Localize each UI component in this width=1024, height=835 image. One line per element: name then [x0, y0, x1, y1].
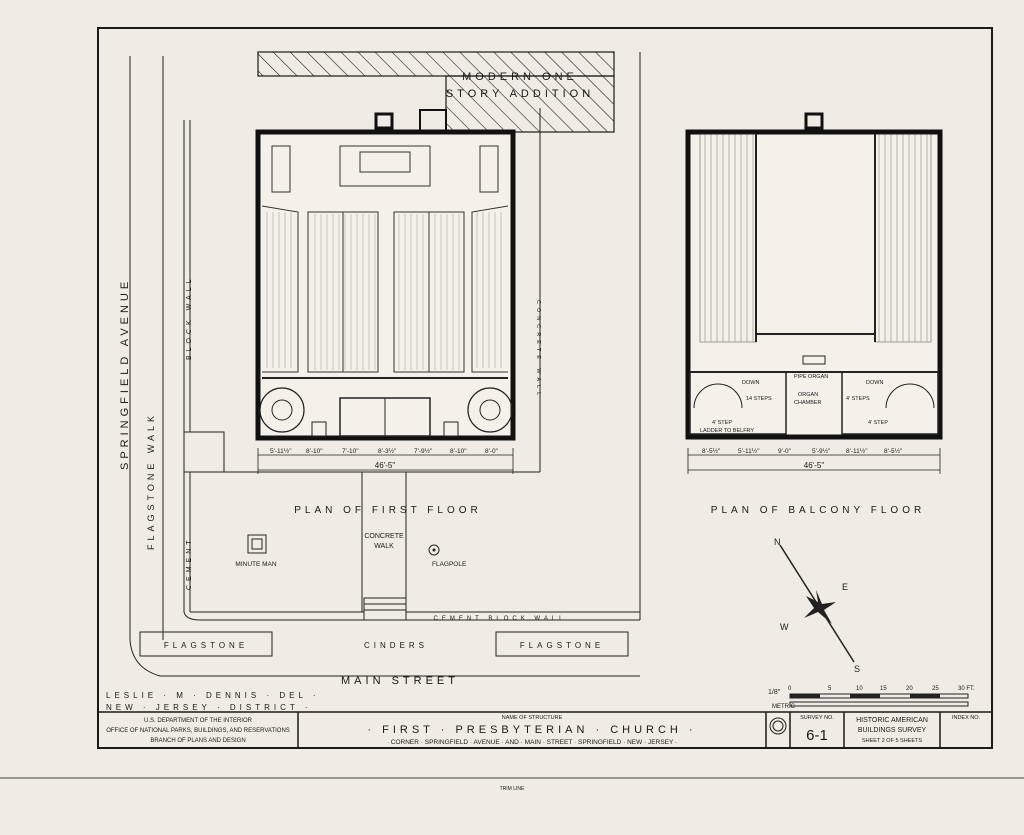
scale-label-10: 10: [856, 686, 863, 692]
block-wall-label: BLOCK WALL: [186, 276, 193, 360]
flagstone-walk-label: FLAGSTONE WALK: [146, 412, 156, 550]
habs-line-1: HISTORIC AMERICAN: [856, 717, 928, 724]
seal-icon: [769, 717, 787, 735]
scale-label-25: 25: [932, 686, 939, 692]
scale-label-5: 5: [828, 686, 832, 692]
balcony-dim-labels: 8'-5½" 5'-11½" 9'-0" 5'-9½" 8'-11½" 8'-5…: [702, 447, 903, 455]
addition-label-1: MODERN ONE: [462, 71, 578, 83]
balcony-floor-title: PLAN OF BALCONY FLOOR: [711, 505, 925, 516]
agency-line-3: BRANCH OF PLANS AND DESIGN: [150, 738, 245, 744]
scale-bar: [789, 693, 969, 707]
balcony-floor-plan: [685, 112, 943, 440]
step-left: 4' STEP: [712, 420, 732, 426]
scale-label-30: 30 FT.: [958, 686, 975, 692]
down-right: DOWN: [866, 380, 883, 386]
first-floor-dim-labels: 5'-11½" 8'-10" 7'-10" 8'-3½" 7'-9½" 8'-1…: [270, 447, 499, 455]
dim-b-3: 9'-0": [778, 448, 792, 455]
main-street-label: MAIN STREET: [341, 675, 459, 687]
structure-location: · CORNER · SPRINGFIELD · AVENUE · AND · …: [387, 739, 677, 746]
dim-ff-7: 8'-0": [485, 448, 499, 455]
flagstone-left-label: FLAGSTONE: [164, 641, 248, 650]
cinders-label: CINDERS: [364, 641, 428, 650]
dim-ff-3: 7'-10": [342, 448, 359, 455]
balcony-dimensions: [687, 448, 941, 474]
index-caption: INDEX NO.: [952, 715, 981, 721]
first-floor-plan: [255, 109, 516, 441]
block-wall: [183, 120, 640, 621]
springfield-avenue-label: SPRINGFIELD AVENUE: [119, 278, 131, 470]
name-caption: NAME OF STRUCTURE: [502, 715, 563, 721]
compass-w: W: [780, 622, 789, 632]
scale-label-20: 20: [906, 686, 913, 692]
ladder-label: LADDER TO BELFRY: [700, 428, 754, 434]
structure-name: · FIRST · PRESBYTERIAN · CHURCH ·: [367, 724, 696, 736]
balcony-total: 46'-5": [804, 461, 825, 470]
minute-man-monument: [247, 534, 267, 554]
flagstone-walks: [139, 631, 629, 657]
flagpole-label: FLAGPOLE: [432, 561, 467, 568]
balcony-room-labels: DOWN DOWN 14 STEPS 4' STEPS PIPE ORGAN O…: [700, 374, 888, 434]
compass-e: E: [842, 582, 848, 592]
step-right: 4' STEP: [868, 420, 888, 426]
first-floor-total: 46'-5": [375, 461, 396, 470]
steps-left: 14 STEPS: [746, 396, 772, 402]
compass-n: N: [774, 537, 781, 547]
compass-s: S: [854, 664, 860, 674]
addition-label-2: STORY ADDITION: [446, 88, 594, 100]
scale-metric: METRIC: [772, 704, 796, 710]
delineator-line-2: NEW · JERSEY · DISTRICT ·: [106, 703, 312, 712]
flagpole-symbol: [428, 544, 440, 556]
down-left: DOWN: [742, 380, 759, 386]
scale-fraction: 1/8": [768, 689, 781, 696]
cement-label: CEMENT: [186, 536, 193, 590]
flagstone-right-label: FLAGSTONE: [520, 641, 604, 650]
property-lines: [129, 52, 641, 677]
dim-ff-4: 8'-3½": [378, 447, 397, 455]
dim-b-2: 5'-11½": [738, 447, 760, 455]
steps-right: 4' STEPS: [846, 396, 870, 402]
survey-caption: SURVEY NO.: [800, 715, 834, 721]
concrete-wall-label: CONCRETE WALL: [535, 300, 541, 399]
north-arrow: [779, 544, 855, 663]
dim-b-6: 8'-5½": [884, 447, 903, 455]
dim-ff-2: 8'-10": [306, 448, 323, 455]
survey-number: 6-1: [806, 727, 828, 744]
scale-labels: 0 5 10 15 20 25 30 FT.: [788, 686, 975, 692]
organ-label-1: ORGAN: [798, 392, 818, 398]
dim-b-5: 8'-11½": [846, 447, 868, 455]
dim-ff-5: 7'-9½": [414, 447, 433, 455]
dim-b-4: 5'-9½": [812, 447, 831, 455]
sheet-info: SHEET 2 OF 5 SHEETS: [862, 738, 922, 744]
trim-line-label: TRIM LINE: [500, 786, 525, 792]
agency-line-1: U.S. DEPARTMENT OF THE INTERIOR: [144, 718, 253, 724]
first-floor-title: PLAN OF FIRST FLOOR: [294, 505, 482, 516]
concrete-walk-label-1: CONCRETE: [364, 533, 404, 540]
dim-ff-6: 8'-10": [450, 448, 467, 455]
cement-block-wall-label: CEMENT BLOCK WALL: [433, 616, 566, 622]
dim-ff-1: 5'-11½": [270, 447, 292, 455]
first-floor-dimensions: [257, 448, 514, 474]
organ-label-2: CHAMBER: [794, 400, 822, 406]
delineator-line-1: LESLIE · M · DENNIS · DEL ·: [106, 691, 320, 700]
habs-line-2: BUILDINGS SURVEY: [858, 727, 927, 734]
dim-b-1: 8'-5½": [702, 447, 721, 455]
pipe-organ-label: PIPE ORGAN: [794, 374, 828, 380]
scale-label-15: 15: [880, 686, 887, 692]
modern-addition: MODERN ONE STORY ADDITION: [257, 51, 615, 133]
scale-label-0: 0: [788, 686, 792, 692]
agency-line-2: OFFICE OF NATIONAL PARKS, BUILDINGS, AND…: [106, 728, 290, 734]
concrete-walk-label-2: WALK: [374, 543, 394, 550]
minute-man-label: MINUTE MAN: [235, 561, 276, 568]
title-block: [97, 711, 993, 749]
